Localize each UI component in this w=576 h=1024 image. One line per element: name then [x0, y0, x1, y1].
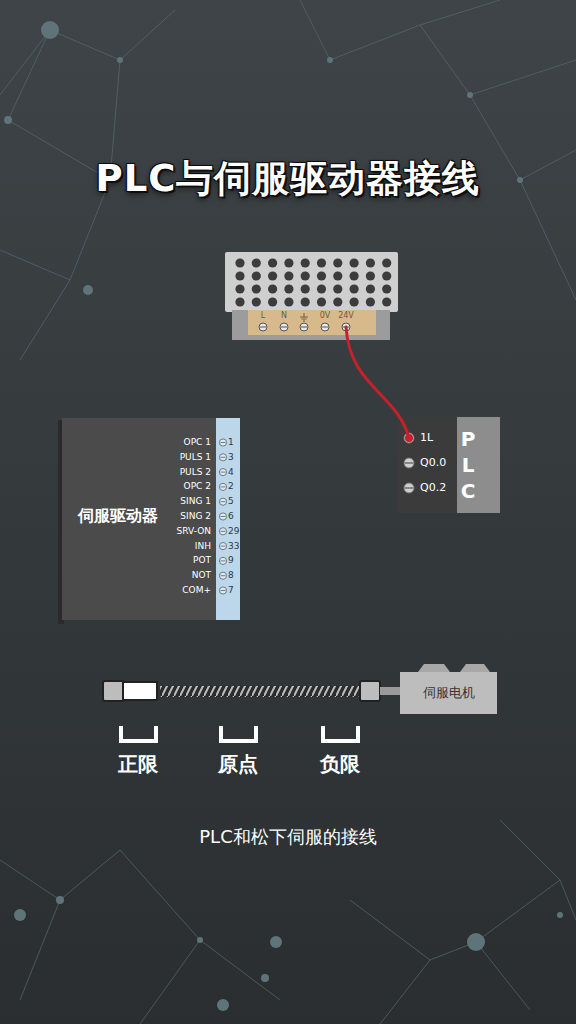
pin-number: 5 [228, 497, 234, 506]
pin-number: 4 [228, 468, 234, 477]
ground-symbol [300, 313, 308, 321]
pin-number: 7 [228, 586, 234, 595]
lead-screw-drawing [103, 664, 497, 714]
pin-name: OPC 2 [184, 482, 211, 491]
terminal-label: 1L [420, 432, 433, 443]
pin-name: PULS 1 [180, 453, 211, 462]
title: PLC与伺服驱动器接线 [0, 160, 576, 197]
terminal-label: 24V [338, 312, 354, 320]
terminal-label: Q0.0 [420, 457, 446, 468]
sensor-brackets [121, 726, 358, 741]
servo-driver: 伺服驱动器 OPC 1 1PULS 1 3PULS 2 4OPC 2 2SING 1 5SI… [62, 418, 240, 620]
servo-driver-drawing [58, 418, 240, 624]
power-supply: L N 0V 24V [225, 252, 398, 340]
sensor-label: 原点 [218, 754, 258, 774]
pin-name: POT [193, 556, 211, 565]
device-name: 伺服电机 [423, 686, 475, 699]
device-name: PLC [458, 426, 478, 504]
pin-name: COM+ [182, 586, 211, 595]
pin-name: PULS 2 [180, 468, 211, 477]
pin-name: SRV-ON [177, 527, 211, 536]
pin-name: NOT [192, 571, 211, 580]
terminal-label: Q0.2 [420, 482, 446, 493]
pin-number: 2 [228, 482, 234, 491]
pin-number: 8 [228, 571, 234, 580]
pin-name: OPC 1 [184, 438, 211, 447]
pin-number: 6 [228, 512, 234, 521]
servo-motor: 伺服电机 [400, 672, 497, 714]
sensor-label: 正限 [118, 754, 158, 774]
pin-number: 3 [228, 453, 234, 462]
caption: PLC和松下伺服的接线 [0, 828, 576, 846]
pin-name: INH [195, 542, 211, 551]
pin-number: 29 [228, 527, 239, 536]
pin-name: SING 2 [180, 512, 211, 521]
pin-number: 1 [228, 438, 234, 447]
wire [346, 327, 409, 438]
wire-end [405, 434, 413, 442]
plc-drawing [397, 417, 500, 513]
power-supply-drawing [225, 252, 398, 340]
pin-number: 33 [228, 542, 239, 551]
terminal-label: N [281, 312, 287, 320]
terminal-label: L [261, 312, 265, 320]
device-name: 伺服驱动器 [78, 508, 158, 524]
terminal-label: 0V [320, 312, 331, 320]
plc-box: 1L Q0.0Q0.2 PLC [397, 417, 500, 513]
pin-number: 9 [228, 556, 234, 565]
pin-name: SING 1 [180, 497, 211, 506]
sensor-label: 负限 [320, 754, 360, 774]
